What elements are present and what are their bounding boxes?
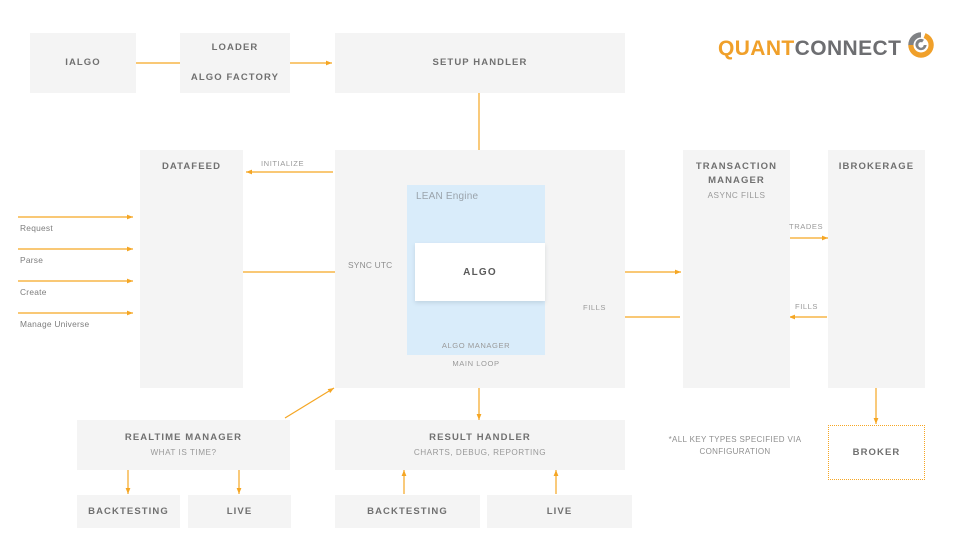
box-transaction-manager[interactable]: TRANSACTION MANAGER ASYNC FILLS	[683, 150, 790, 388]
label-trades: TRADES	[789, 222, 824, 231]
flow-label-create: Create	[20, 287, 47, 297]
box-result-backtesting-title: BACKTESTING	[367, 505, 448, 517]
flow-label-parse: Parse	[20, 255, 44, 265]
arrow-realtime-to-engine	[284, 387, 335, 419]
box-ibrokerage-title: IBROKERAGE	[838, 161, 915, 172]
box-datafeed[interactable]: DATAFEED	[140, 150, 243, 388]
box-loader[interactable]: LOADER ALGO FACTORY	[180, 33, 290, 93]
box-realtime-manager-sub: WHAT IS TIME?	[150, 447, 217, 457]
box-algo-label: ALGO	[463, 266, 497, 278]
box-realtime-live-title: LIVE	[226, 505, 253, 517]
label-algo-manager: ALGO MANAGER	[441, 341, 511, 350]
box-result-live-title: LIVE	[546, 505, 573, 517]
label-fills-center: FILLS	[583, 303, 607, 312]
box-result-handler-sub: CHARTS, DEBUG, REPORTING	[413, 447, 547, 457]
box-setup-handler[interactable]: SETUP HANDLER	[335, 33, 625, 93]
footnote-line-1: *ALL KEY TYPES SPECIFIED VIA	[668, 435, 802, 444]
box-setup-handler-title: SETUP HANDLER	[432, 57, 528, 69]
box-result-handler-title: RESULT HANDLER	[429, 431, 531, 443]
lean-engine-caption: LEAN Engine	[416, 191, 479, 202]
box-transaction-manager-sub: ASYNC FILLS	[707, 190, 766, 200]
box-datafeed-title: DATAFEED	[161, 161, 222, 172]
box-broker[interactable]: BROKER	[828, 425, 925, 480]
box-algo[interactable]: ALGO	[415, 243, 545, 301]
box-ialgo-title: IALGO	[65, 57, 101, 69]
box-algo-factory-title: ALGO FACTORY	[190, 72, 280, 84]
flow-label-request: Request	[20, 223, 53, 233]
box-realtime-backtesting-title: BACKTESTING	[88, 505, 169, 517]
label-sync-utc: SYNC UTC	[348, 260, 393, 270]
label-fills-right: FILLS	[795, 302, 819, 311]
box-ibrokerage[interactable]: IBROKERAGE	[828, 150, 925, 388]
box-transaction-manager-title: TRANSACTION MANAGER	[695, 161, 778, 186]
box-result-live[interactable]: LIVE	[487, 495, 632, 528]
box-result-handler[interactable]: RESULT HANDLER CHARTS, DEBUG, REPORTING	[335, 420, 625, 470]
box-result-backtesting[interactable]: BACKTESTING	[335, 495, 480, 528]
label-main-loop: MAIN LOOP	[452, 359, 500, 368]
box-realtime-manager[interactable]: REALTIME MANAGER WHAT IS TIME?	[77, 420, 290, 470]
box-realtime-live[interactable]: LIVE	[188, 495, 291, 528]
footnote: *ALL KEY TYPES SPECIFIED VIA CONFIGURATI…	[655, 434, 815, 459]
box-broker-title: BROKER	[852, 447, 901, 458]
box-realtime-backtesting[interactable]: BACKTESTING	[77, 495, 180, 528]
logo-text-connect: CONNECT	[794, 36, 902, 60]
footnote-line-2: CONFIGURATION	[699, 447, 771, 457]
quantconnect-logo: QUANT CONNECT	[718, 32, 936, 60]
flow-label-manage-universe: Manage Universe	[20, 319, 90, 329]
label-initialize: INITIALIZE	[261, 159, 305, 168]
box-realtime-manager-title: REALTIME MANAGER	[124, 431, 243, 443]
logo-text-quant: QUANT	[718, 36, 795, 60]
box-loader-title: LOADER	[211, 42, 259, 53]
quantconnect-swirl-icon	[908, 32, 935, 58]
box-ialgo[interactable]: IALGO	[30, 33, 136, 93]
